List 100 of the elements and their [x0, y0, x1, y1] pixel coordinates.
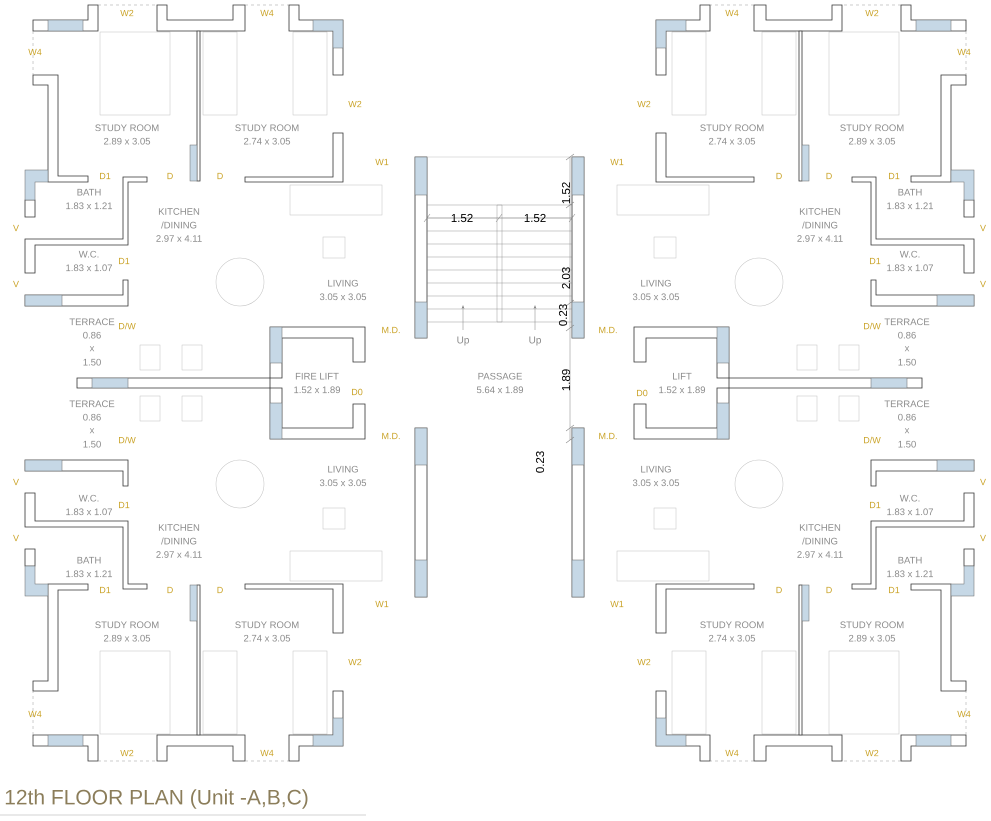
room-label: 2.89 x 3.05: [848, 138, 896, 145]
room-label: 1.52 x 1.89: [659, 386, 706, 394]
opening-code: D: [826, 586, 832, 594]
opening-code: V: [980, 224, 986, 232]
opening-code: W2: [865, 10, 878, 16]
opening-code: D1: [889, 172, 900, 180]
room-label: 0.86: [83, 414, 101, 421]
dimension-text: 1.52: [562, 182, 570, 204]
room-label: 2.97 x 4.11: [156, 551, 202, 558]
room-label: 2.97 x 4.11: [156, 235, 202, 242]
room-label: LIVING: [641, 280, 671, 287]
opening-code: V: [980, 534, 986, 542]
room-label: TERRACE: [884, 400, 930, 408]
opening-code: D/W: [119, 436, 136, 444]
room-label: KITCHEN: [800, 208, 840, 215]
opening-code: V: [13, 280, 19, 288]
room-label: 0.86: [83, 332, 101, 339]
room-label: 2.97 x 4.11: [797, 235, 843, 242]
opening-code: W4: [725, 750, 738, 756]
opening-code: W1: [375, 600, 388, 608]
opening-code: D0: [352, 388, 362, 396]
room-label: KITCHEN: [800, 524, 840, 531]
plan-title: 12th FLOOR PLAN (Unit -A,B,C): [6, 789, 308, 809]
room-label: 2.89 x 3.05: [848, 634, 896, 642]
opening-code: W4: [260, 10, 274, 16]
room-label: 0.86: [898, 414, 916, 421]
room-label: LIFT: [673, 372, 692, 380]
dimension-text: 1.52: [524, 214, 546, 222]
room-label: 2.74 x 3.05: [708, 138, 756, 145]
room-label: 1.50: [898, 440, 916, 448]
room-label: W.C.: [900, 250, 920, 258]
direction-label: Up: [457, 336, 469, 346]
opening-code: W2: [637, 100, 650, 108]
room-label: 1.83 x 1.21: [66, 570, 112, 578]
opening-code: D1: [889, 586, 900, 594]
opening-code: D1: [119, 258, 130, 264]
room-label: STUDY ROOM: [235, 124, 298, 132]
opening-code: W4: [28, 710, 42, 718]
room-label: W.C.: [78, 494, 98, 502]
opening-code: V: [980, 280, 986, 288]
opening-code: W2: [120, 10, 134, 16]
room-label: W.C.: [900, 494, 920, 502]
room-label: STUDY ROOM: [700, 124, 764, 132]
opening-code: D: [218, 586, 223, 594]
room-label: 2.74 x 3.05: [244, 138, 290, 145]
opening-code: D/W: [864, 436, 881, 444]
room-label: STUDY ROOM: [840, 621, 904, 628]
dimension-text: 1.52: [452, 214, 473, 222]
opening-code: V: [980, 478, 986, 486]
room-label: 1.50: [83, 358, 101, 366]
room-label: 0.86: [898, 332, 916, 339]
dimension-text: 0.23: [558, 304, 568, 326]
opening-code: V: [13, 478, 19, 486]
opening-code: W2: [348, 100, 362, 108]
room-label: 1.83 x 1.07: [66, 264, 112, 272]
room-label: STUDY ROOM: [700, 621, 764, 628]
room-label: TERRACE: [70, 400, 114, 408]
room-label: 1.50: [83, 440, 101, 448]
room-label: KITCHEN: [158, 208, 200, 215]
room-label: 1.50: [898, 358, 916, 366]
opening-code: W1: [375, 158, 388, 166]
opening-code: W2: [637, 658, 650, 666]
opening-code: D1: [100, 586, 110, 594]
room-label: 2.97 x 4.11: [797, 551, 843, 558]
opening-code: D: [826, 172, 832, 180]
opening-code: W2: [348, 658, 362, 666]
room-label: LIVING: [328, 280, 358, 287]
room-label: TERRACE: [70, 318, 114, 326]
room-label: BATH: [898, 556, 922, 564]
opening-code: D1: [870, 258, 880, 264]
room-label: 2.74 x 3.05: [708, 634, 756, 642]
opening-code: D/W: [864, 322, 881, 330]
opening-code: D/W: [119, 322, 136, 330]
room-label: 3.05 x 3.05: [632, 479, 680, 486]
room-label: 1.52 x 1.89: [294, 386, 340, 394]
opening-code: D: [168, 172, 173, 180]
opening-code: W4: [260, 750, 274, 756]
room-label: 1.83 x 1.21: [887, 202, 934, 210]
room-label: /DINING: [802, 538, 838, 544]
room-label: x: [904, 428, 910, 434]
opening-code: V: [13, 534, 19, 542]
room-label: STUDY ROOM: [95, 621, 158, 628]
room-label: x: [90, 428, 94, 434]
room-label: 1.83 x 1.07: [887, 508, 934, 516]
room-label: BATH: [77, 188, 101, 196]
room-label: W.C.: [78, 250, 98, 258]
opening-code: D: [776, 586, 782, 594]
opening-code: D1: [870, 502, 880, 508]
opening-code: D1: [119, 502, 130, 508]
opening-code: M.D.: [599, 432, 617, 440]
opening-code: W4: [957, 48, 970, 56]
room-label: /DINING: [802, 222, 838, 228]
dimension-text: 0.23: [536, 451, 544, 473]
room-label: 3.05 x 3.05: [320, 479, 366, 486]
room-label: 5.64 x 1.89: [476, 386, 524, 394]
room-label: 1.83 x 1.07: [66, 508, 112, 516]
direction-label: Up: [529, 336, 541, 346]
opening-code: W4: [725, 10, 738, 16]
room-label: PASSAGE: [478, 372, 522, 380]
opening-code: D0: [637, 390, 648, 396]
